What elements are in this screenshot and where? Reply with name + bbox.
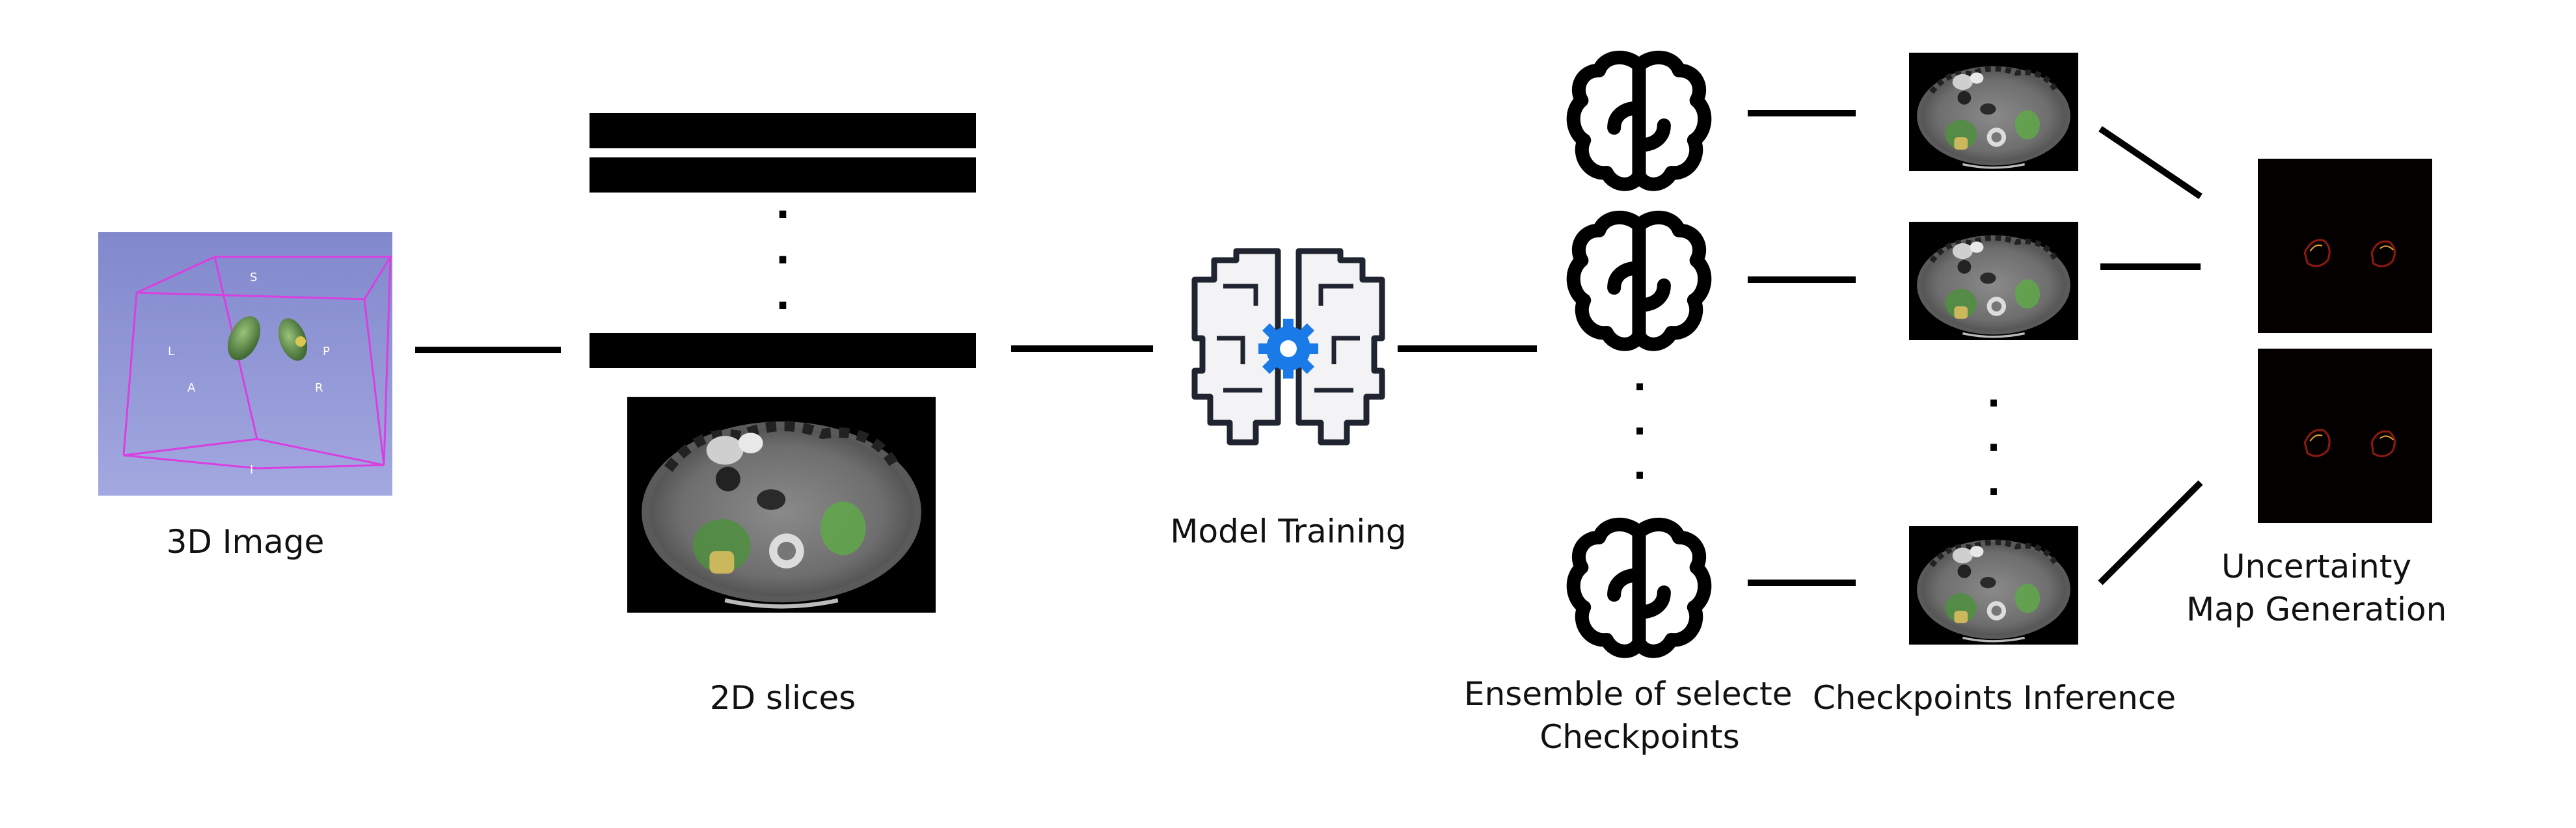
slice-bar <box>590 113 976 148</box>
label-inferior: I <box>250 463 253 477</box>
label-superior: S <box>250 271 257 284</box>
label-left: L <box>168 345 174 358</box>
ellipsis-dot: . <box>1986 418 2000 460</box>
ellipsis-dot: . <box>1986 373 2000 416</box>
label-posterior: P <box>323 345 330 358</box>
volume-render-image: S I L R A P <box>98 232 392 496</box>
ellipsis-dot: . <box>776 273 791 319</box>
caption-ensemble-line2: Checkpoints <box>1539 718 1740 756</box>
slice-stack: . . . <box>590 113 976 613</box>
ellipsis-dot: . <box>776 182 791 228</box>
ellipsis-dot: . <box>776 228 791 273</box>
brain-icon <box>1573 524 1705 651</box>
caption-uncertainty-line2: Map Generation <box>2186 591 2447 628</box>
ellipsis-dot: . <box>1986 462 2000 504</box>
uncertainty-map-image <box>2258 349 2432 523</box>
model-training-icon <box>1191 248 1385 446</box>
slice-bar <box>590 157 976 193</box>
caption-model-training: Model Training <box>1170 513 1407 550</box>
slice-bar <box>590 333 976 368</box>
brain-icon <box>1573 217 1705 344</box>
label-right: R <box>315 381 323 395</box>
caption-3d-image: 3D Image <box>166 523 325 561</box>
ellipsis-dot: . <box>1633 357 1646 399</box>
caption-checkpoints-inference: Checkpoints Inference <box>1812 679 2176 717</box>
caption-ensemble-line1: Ensemble of selected <box>1464 675 1793 713</box>
inference-ct-image <box>1909 222 2078 340</box>
gear-icon <box>1258 319 1318 379</box>
arrow-inference-to-map <box>2098 126 2203 200</box>
inference-ct-image <box>1909 53 2078 171</box>
arrow-inference-to-map <box>2098 480 2203 585</box>
kidney-right-shape <box>278 318 308 361</box>
kidney-left-shape <box>227 316 261 360</box>
ellipsis-dot: . <box>1633 401 1646 444</box>
brain-icon <box>1573 57 1705 184</box>
inference-ct-image <box>1909 526 2078 645</box>
caption-uncertainty-line1: Uncertainty <box>2221 548 2412 585</box>
ct-slice-image <box>627 397 936 613</box>
ellipsis-dot: . <box>1633 446 1646 488</box>
uncertainty-map-image <box>2258 159 2432 333</box>
caption-2d-slices: 2D slices <box>709 679 856 717</box>
label-anterior: A <box>187 381 196 395</box>
